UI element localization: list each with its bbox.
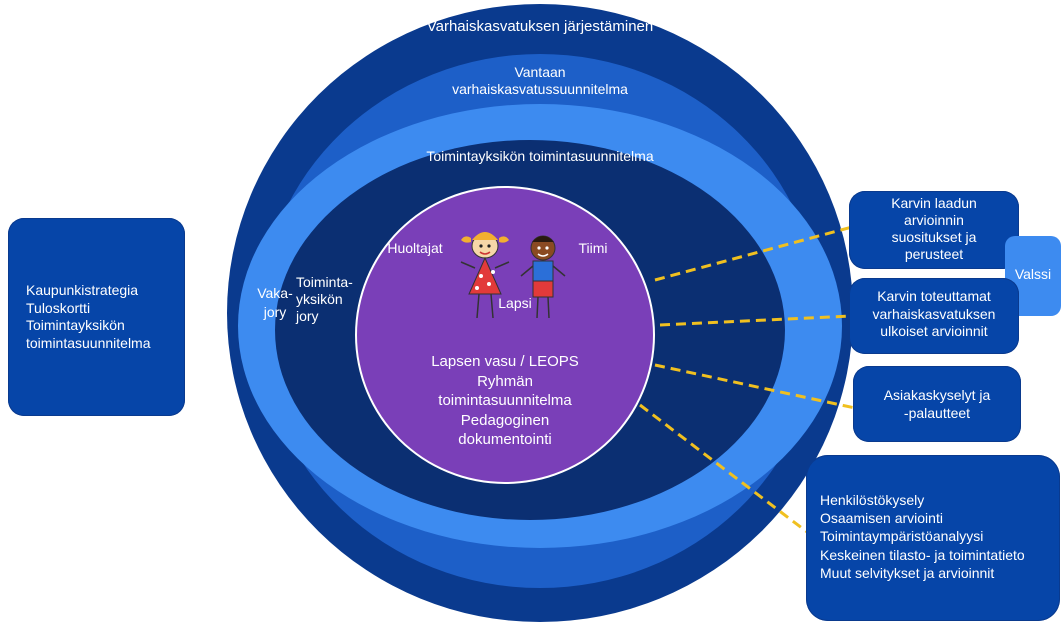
label-unit-ring: Toimintayksikön toimintasuunnitelma — [426, 148, 654, 164]
left-strategy-box: Kaupunkistrategia Tuloskortti Toimintayk… — [8, 218, 185, 416]
label-tiimi: Tiimi — [578, 240, 608, 256]
label-lapsi: Lapsi — [498, 295, 532, 311]
boy-figure — [520, 235, 566, 319]
staff-evaluation-box: Henkilöstökysely Osaamisen arviointi Toi… — [806, 455, 1060, 621]
girl-figure — [460, 232, 510, 319]
label-outer-ring: Varhaiskasvatuksen järjestäminen — [426, 18, 654, 35]
karvi-external-box: Karvin toteuttamat varhaiskasvatuksen ul… — [849, 278, 1019, 354]
label-vantaa-ring: Vantaan varhaiskasvatussuunnitelma — [452, 64, 628, 97]
center-text-block: Lapsen vasu / LEOPS Ryhmän toimintasuunn… — [431, 353, 579, 448]
customer-surveys-box: Asiakaskyselyt ja -palautteet — [853, 366, 1021, 442]
label-vakajory: Vaka- jory — [257, 285, 293, 320]
karvi-recommendations-box: Karvin laadun arvioinnin suositukset ja … — [849, 191, 1019, 269]
center-circle — [355, 186, 655, 484]
label-huoltajat: Huoltajat — [387, 240, 443, 256]
children-illustration — [460, 232, 566, 319]
label-toimintayksikon-jory: Toiminta- yksikön jory — [296, 274, 353, 324]
